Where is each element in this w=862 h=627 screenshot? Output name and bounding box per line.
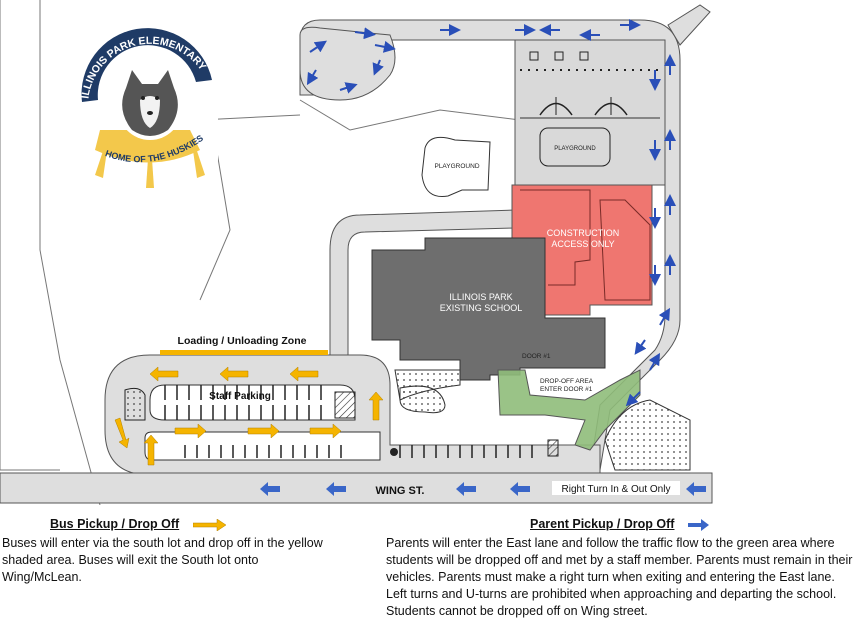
school-label-2: EXISTING SCHOOL — [440, 303, 523, 313]
parent-legend-title: Parent Pickup / Drop Off — [530, 517, 675, 531]
north-playground — [421, 136, 491, 198]
bus-arrow-icon — [247, 423, 280, 439]
hatched-area — [334, 391, 356, 419]
bus-arrow-icon — [143, 434, 159, 466]
hatched-area — [547, 439, 559, 457]
street-arrows — [260, 482, 706, 496]
parent-legend-header: Parent Pickup / Drop Off — [530, 516, 856, 533]
bus-arrow-icon — [174, 423, 207, 439]
bus-arrow-icon — [368, 391, 384, 421]
bus-legend-title: Bus Pickup / Drop Off — [50, 517, 180, 531]
bus-legend-text: Buses will enter via the south lot and d… — [2, 536, 323, 584]
dropoff-label-2: ENTER DOOR #1 — [540, 386, 593, 393]
loading-zone — [160, 350, 328, 355]
dotted-island — [124, 387, 146, 421]
bus-arrow-icon — [219, 366, 249, 382]
bus-legend-arrow-icon — [193, 518, 227, 531]
parent-arrow-icon — [260, 482, 280, 496]
utility-marker — [390, 448, 398, 456]
bus-arrow-icon — [289, 366, 319, 382]
parent-legend-arrow-icon — [688, 518, 710, 531]
dotted-landscape — [399, 385, 446, 414]
dropoff-label-1: DROP-OFF AREA — [540, 378, 594, 385]
parking-stalls — [164, 385, 533, 458]
parent-arrow-icon — [326, 482, 346, 496]
playground-court-area — [514, 39, 666, 186]
parent-arrow-icon — [686, 482, 706, 496]
door-label: DOOR #1 — [522, 353, 551, 360]
bus-arrow-icon — [114, 417, 130, 449]
staff-parking-label: Staff Parking — [209, 391, 271, 402]
parent-legend: Parent Pickup / Drop Off Parents will en… — [386, 516, 856, 620]
right-turn-label: Right Turn In & Out Only — [562, 484, 671, 495]
construction-label-2: ACCESS ONLY — [551, 239, 614, 249]
street-label: WING ST. — [376, 485, 425, 497]
parent-legend-text: Parents will enter the East lane and fol… — [386, 536, 853, 618]
loading-zone-label: Loading / Unloading Zone — [178, 335, 307, 347]
bus-arrows — [114, 366, 384, 466]
dropoff-area — [497, 369, 641, 451]
north-playground-label: PLAYGROUND — [434, 163, 479, 170]
bus-legend: Bus Pickup / Drop Off Buses will enter v… — [2, 516, 332, 586]
parent-arrow-icon — [510, 482, 530, 496]
parent-arrow-icon — [456, 482, 476, 496]
school-label-1: ILLINOIS PARK — [449, 292, 512, 302]
bus-legend-header: Bus Pickup / Drop Off — [50, 516, 332, 533]
bus-arrow-icon — [149, 366, 179, 382]
court-playground-label: PLAYGROUND — [554, 146, 596, 152]
bus-arrow-icon — [309, 423, 342, 439]
parent-arrows — [306, 19, 676, 407]
campus-traffic-map: PLAYGROUND PLAYGROUND CONSTRUCTION ACCES… — [0, 0, 713, 505]
construction-label-1: CONSTRUCTION — [547, 228, 620, 238]
school-logo: ILLINOIS PARK ELEMENTARY HOME OF THE HUS… — [72, 24, 218, 188]
